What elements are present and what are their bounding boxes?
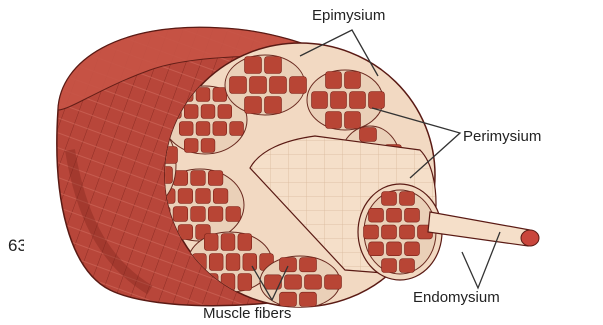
endomysium-fibers [364,190,437,274]
muscle-fiber [173,207,188,222]
muscle-fiber [400,192,415,206]
muscle-fiber [326,72,342,89]
label-endomysium: Endomysium [413,289,500,306]
muscle-fiber [208,207,223,222]
muscle-fiber [245,97,262,114]
muscle-fiber [218,105,232,119]
muscle-fiber [364,225,379,239]
muscle-fiber [226,254,240,271]
muscle-fiber [300,258,317,272]
muscle-fiber [387,242,402,256]
muscle-fiber [238,234,252,251]
muscle-fiber [400,259,415,273]
side-fragment-text: 63 [8,236,24,256]
muscle-fiber [382,192,397,206]
muscle-fiber [238,274,252,291]
muscle-fiber [191,171,206,186]
muscle-fiber [400,225,415,239]
muscle-fiber [201,105,215,119]
muscle-fiber [387,208,402,222]
muscle-fiber [179,122,193,136]
muscle-fiber [196,88,210,102]
muscle-fiber [382,225,397,239]
muscle-fiber [345,112,361,129]
muscle-fiber [326,112,342,129]
muscle-fiber [300,292,317,306]
muscle-fiber [204,234,218,251]
muscle-fiber [331,92,347,109]
muscle-fiber [360,128,377,142]
muscle-fiber [369,242,384,256]
muscle-fiber [196,122,210,136]
muscle-fiber [209,254,223,271]
label-epimysium: Epimysium [312,7,385,24]
muscle-fiber [290,77,307,94]
muscle-fiber [243,254,257,271]
muscle-fiber [208,171,223,186]
muscle-fiber [250,77,267,94]
muscle-fiber [285,275,302,289]
muscle-fiber [305,275,322,289]
muscle-fiber [245,57,262,74]
muscle-fiber [325,275,342,289]
muscle-fiber [196,189,211,204]
label-perimysium: Perimysium [463,128,541,145]
muscle-fiber [230,77,247,94]
muscle-fiber [345,72,361,89]
muscle-fiber-rod [428,212,530,246]
muscle-fiber [350,92,366,109]
muscle-fiber [226,207,241,222]
muscle-fiber [191,207,206,222]
fiber-rod-tip [521,230,539,246]
muscle-fiber [405,208,420,222]
muscle-fiber [369,208,384,222]
muscle-fiber [213,189,228,204]
muscle-fiber [280,258,297,272]
muscle-fiber [312,92,328,109]
muscle-fiber [265,57,282,74]
muscle-fiber [230,122,244,136]
muscle-fiber [405,242,420,256]
muscle-fiber [184,139,198,153]
muscle-fiber [184,105,198,119]
muscle-fiber [265,275,282,289]
label-muscle-fibers: Muscle fibers [203,305,291,320]
muscle-fiber [382,259,397,273]
muscle-fiber [213,122,227,136]
muscle-fiber [213,88,227,102]
muscle-fiber [270,77,287,94]
muscle-fiber [178,189,193,204]
muscle-fiber [369,92,385,109]
muscle-fiber [201,139,215,153]
muscle-fiber [221,234,235,251]
muscle-fiber [265,97,282,114]
